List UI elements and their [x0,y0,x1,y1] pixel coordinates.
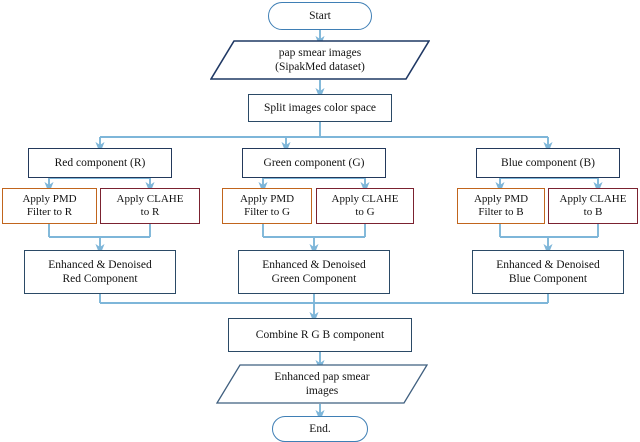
node-green-component[interactable]: Green component (G) [242,148,386,178]
node-input-data[interactable]: pap smear images (SipakMed dataset) [210,40,430,80]
node-output-data[interactable]: Enhanced pap smear images [216,364,428,404]
node-enhanced-red-label: Enhanced & Denoised Red Component [48,258,152,285]
connector-lines [48,122,599,304]
node-red-component-label: Red component (R) [54,156,146,169]
node-output-data-label: Enhanced pap smear images [274,370,370,397]
node-apply-clahe-g-label: Apply CLAHE to G [331,192,399,218]
node-enhanced-blue[interactable]: Enhanced & Denoised Blue Component [472,250,624,294]
node-apply-pmd-r[interactable]: Apply PMD Filter to R [2,188,97,224]
node-apply-pmd-g[interactable]: Apply PMD Filter to G [222,188,312,224]
connector-arrows [44,30,603,422]
node-apply-pmd-g-label: Apply PMD Filter to G [239,192,295,218]
parallelogram-shape-output [216,364,428,404]
node-input-data-label: pap smear images (SipakMed dataset) [275,46,365,73]
node-red-component[interactable]: Red component (R) [28,148,172,178]
node-apply-pmd-b-label: Apply PMD Filter to B [473,192,529,218]
node-apply-clahe-r-label: Apply CLAHE to R [116,192,184,218]
node-apply-pmd-b[interactable]: Apply PMD Filter to B [457,188,545,224]
node-start-label: Start [309,9,331,22]
node-blue-component-label: Blue component (B) [501,156,595,169]
node-end-label: End. [309,422,331,435]
node-enhanced-red[interactable]: Enhanced & Denoised Red Component [24,250,176,294]
node-apply-clahe-b[interactable]: Apply CLAHE to B [548,188,638,224]
node-enhanced-green[interactable]: Enhanced & Denoised Green Component [238,250,390,294]
node-green-component-label: Green component (G) [263,156,365,169]
node-combine-rgb-label: Combine R G B component [255,328,385,341]
node-apply-pmd-r-label: Apply PMD Filter to R [22,192,77,218]
node-start[interactable]: Start [268,2,372,30]
node-blue-component[interactable]: Blue component (B) [476,148,620,178]
node-end[interactable]: End. [272,416,368,442]
parallelogram-shape-input [210,40,430,80]
node-combine-rgb[interactable]: Combine R G B component [228,318,412,352]
node-apply-clahe-g[interactable]: Apply CLAHE to G [316,188,414,224]
node-enhanced-green-label: Enhanced & Denoised Green Component [262,258,366,285]
node-split-color-space[interactable]: Split images color space [248,94,392,122]
node-enhanced-blue-label: Enhanced & Denoised Blue Component [496,258,600,285]
node-apply-clahe-b-label: Apply CLAHE to B [559,192,627,218]
node-apply-clahe-r[interactable]: Apply CLAHE to R [100,188,200,224]
node-split-color-space-label: Split images color space [263,101,377,114]
